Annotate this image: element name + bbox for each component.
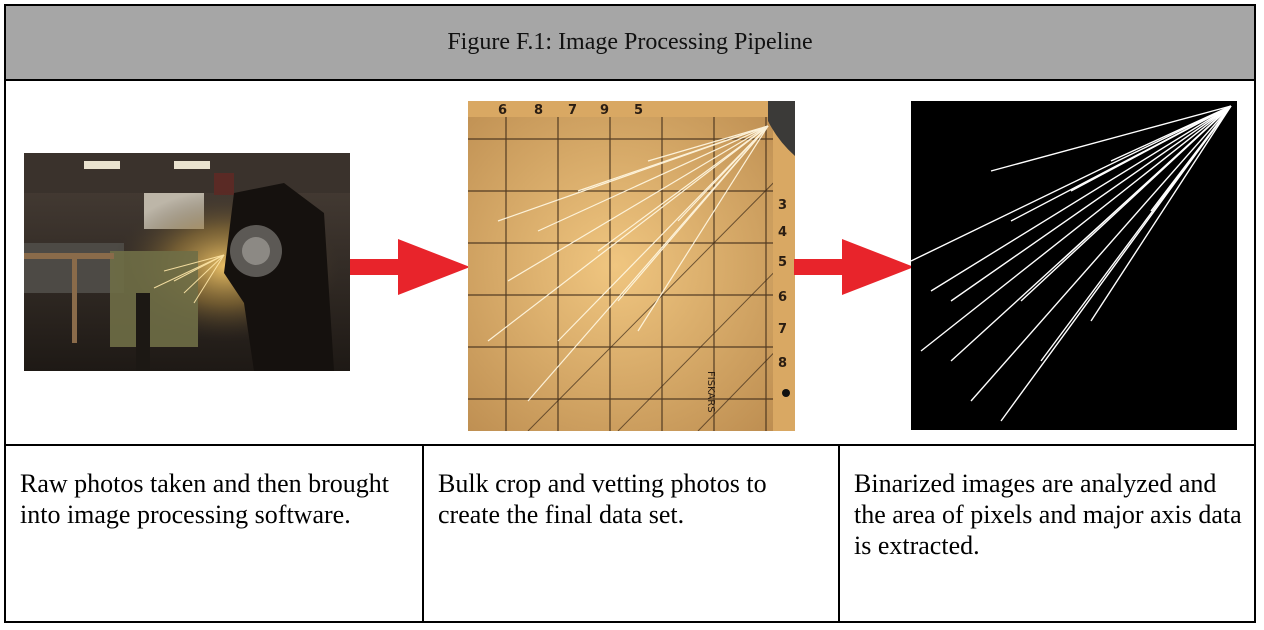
figure-header: Figure F.1: Image Processing Pipeline — [6, 6, 1254, 81]
right-arrow-icon — [794, 239, 914, 295]
images-row: 6 8 7 9 5 3 4 5 6 7 8 FISKARS — [6, 81, 1254, 446]
cropped-photo: 6 8 7 9 5 3 4 5 6 7 8 FISKARS — [468, 101, 795, 431]
raw-photo-icon — [24, 153, 350, 371]
ruler-top-label: 9 — [600, 103, 609, 118]
captions-row: Raw photos taken and then brought into i… — [6, 446, 1254, 621]
figure-title: Figure F.1: Image Processing Pipeline — [447, 29, 813, 55]
step-caption-crop: Bulk crop and vetting photos to create t… — [422, 446, 838, 621]
ruler-side-label: 8 — [778, 356, 787, 371]
ruler-top-label: 7 — [568, 103, 577, 118]
raw-photo — [24, 153, 350, 371]
right-arrow-icon — [350, 239, 470, 295]
ruler-top-label: 5 — [634, 103, 643, 118]
ruler-top-label: 8 — [534, 103, 543, 118]
ruler-brand-label: FISKARS — [705, 371, 716, 413]
arrow-2 — [794, 239, 914, 295]
ruler-top-label: 6 — [498, 103, 507, 118]
ruler-side-label: 3 — [778, 198, 787, 213]
ruler-side-label: 5 — [778, 255, 787, 270]
cropped-photo-icon: 6 8 7 9 5 3 4 5 6 7 8 FISKARS — [468, 101, 795, 431]
binarized-image-icon — [911, 101, 1237, 430]
ruler-side-label: 4 — [778, 225, 787, 240]
step-caption-binarize: Binarized images are analyzed and the ar… — [838, 446, 1254, 621]
arrow-1 — [350, 239, 470, 295]
step-caption-raw: Raw photos taken and then brought into i… — [20, 469, 389, 529]
ruler-side-label: 7 — [778, 322, 787, 337]
figure-frame: Figure F.1: Image Processing Pipeline — [4, 4, 1256, 623]
ruler-side-label: 6 — [778, 290, 787, 305]
binarized-image — [911, 101, 1237, 430]
